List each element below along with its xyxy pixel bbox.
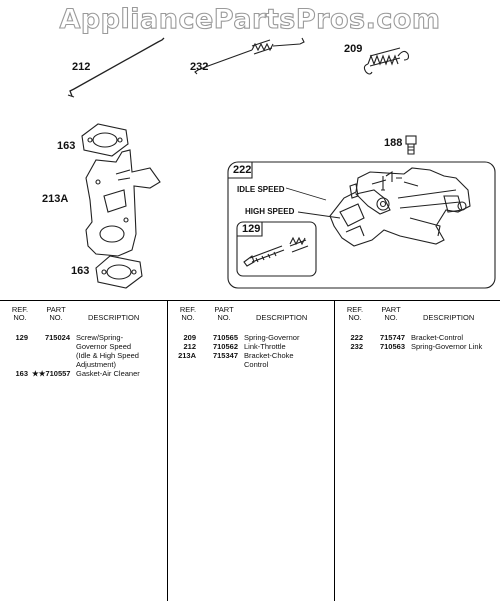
- part-description: Gasket-Air Cleaner: [74, 369, 165, 378]
- description-line: Adjustment): [76, 360, 117, 369]
- parts-row: 212 710562 Link-Throttle: [168, 342, 333, 351]
- description-line: Spring-Governor: [244, 333, 300, 342]
- header-ref-line2: NO.: [348, 313, 362, 322]
- parts-row: 129 715024 Screw/Spring-Governor Speed(Idl…: [0, 333, 165, 369]
- header-part-line1: PART: [46, 305, 66, 314]
- gasket-top-drawing: [81, 123, 129, 157]
- screw-188-drawing: [405, 135, 417, 155]
- parts-row: 222 715747 Bracket-Control: [335, 333, 500, 342]
- description-line: Spring-Governor Link: [411, 342, 483, 351]
- callout-188: 188: [384, 137, 403, 149]
- header-ref-line2: NO.: [181, 313, 195, 322]
- header-part-line1: PART: [214, 305, 234, 314]
- part-description: Bracket-Control: [409, 333, 500, 342]
- header-ref-line1: REF.: [346, 305, 364, 314]
- ref-number: 222: [350, 333, 363, 342]
- parts-rows: 222 715747 Bracket-Control 232 710563 Spring-…: [335, 333, 500, 351]
- header-ref: REF.NO.: [343, 306, 367, 322]
- header-ref: REF.NO.: [8, 306, 32, 322]
- callout-163-top: 163: [57, 140, 76, 152]
- description-line: Bracket-Control: [411, 333, 464, 342]
- callout-232: 232: [190, 61, 209, 73]
- governor-spring-drawing: [363, 47, 410, 75]
- callout-222: 222: [233, 164, 252, 176]
- ref-number: 213A: [178, 351, 196, 360]
- part-description: Spring-Governor: [242, 333, 333, 342]
- control-bracket-drawing: [329, 167, 471, 247]
- header-part-line2: NO.: [49, 313, 63, 322]
- description-line: Bracket-Choke: [244, 351, 294, 360]
- header-ref: REF.NO.: [176, 306, 200, 322]
- part-description: Spring-Governor Link: [409, 342, 500, 351]
- description-line: Governor Speed: [76, 342, 132, 351]
- description-line: (Idle & High Speed: [76, 351, 139, 360]
- parts-row: 232 710563 Spring-Governor Link: [335, 342, 500, 351]
- ref-number: 163: [15, 369, 28, 378]
- choke-bracket-drawing: [85, 149, 161, 257]
- part-number: ★★710557: [32, 369, 71, 378]
- part-description: Link-Throttle: [242, 342, 333, 351]
- header-part-line2: NO.: [217, 313, 231, 322]
- part-number: 715747: [379, 333, 405, 342]
- parts-row: 209 710565 Spring-Governor: [168, 333, 333, 342]
- header-description: DESCRIPTION: [88, 313, 140, 322]
- label-idle-speed: IDLE SPEED: [237, 185, 285, 194]
- parts-diagram: [67, 37, 496, 289]
- part-number: 710563: [379, 342, 405, 351]
- callout-163-bottom: 163: [71, 265, 90, 277]
- callout-212: 212: [72, 61, 91, 73]
- ref-number: 212: [183, 342, 196, 351]
- header-part-line2: NO.: [384, 313, 398, 322]
- gasket-bottom-drawing: [95, 255, 143, 289]
- part-description: Screw/Spring-Governor Speed(Idle & High …: [74, 333, 165, 369]
- parts-row: 163 ★★710557 Gasket-Air Cleaner: [0, 369, 165, 378]
- header-ref-line1: REF.: [11, 305, 29, 314]
- description-line: Gasket-Air Cleaner: [76, 369, 140, 378]
- header-ref-line2: NO.: [13, 313, 27, 322]
- control-bracket-box: [227, 161, 496, 289]
- callout-213a: 213A: [42, 193, 69, 205]
- governor-link-spring-drawing: [194, 37, 305, 75]
- header-description: DESCRIPTION: [256, 313, 308, 322]
- ref-number: 232: [350, 342, 363, 351]
- screw-spring-box: [236, 221, 317, 277]
- ref-number: 209: [183, 333, 196, 342]
- watermark: AppliancePartsPros.com: [59, 3, 441, 35]
- header-description: DESCRIPTION: [423, 313, 475, 322]
- throttle-link-drawing: [67, 37, 165, 98]
- header-part-line1: PART: [381, 305, 401, 314]
- label-high-speed: HIGH SPEED: [245, 207, 295, 216]
- part-number: 715024: [44, 333, 70, 342]
- part-number: 710562: [212, 342, 238, 351]
- screw-spring-drawing: [243, 236, 309, 267]
- parts-rows: 129 715024 Screw/Spring-Governor Speed(Idl…: [0, 333, 165, 378]
- header-ref-line1: REF.: [179, 305, 197, 314]
- ref-number: 129: [15, 333, 28, 342]
- description-line: Control: [244, 360, 269, 369]
- description-line: Screw/Spring-: [76, 333, 124, 342]
- description-line: Link-Throttle: [244, 342, 286, 351]
- part-number: 710565: [212, 333, 238, 342]
- callout-129: 129: [242, 223, 261, 235]
- part-number: 715347: [212, 351, 238, 360]
- callout-209: 209: [344, 43, 363, 55]
- parts-rows: 209 710565 Spring-Governor 212 710562 Link-Th…: [168, 333, 333, 369]
